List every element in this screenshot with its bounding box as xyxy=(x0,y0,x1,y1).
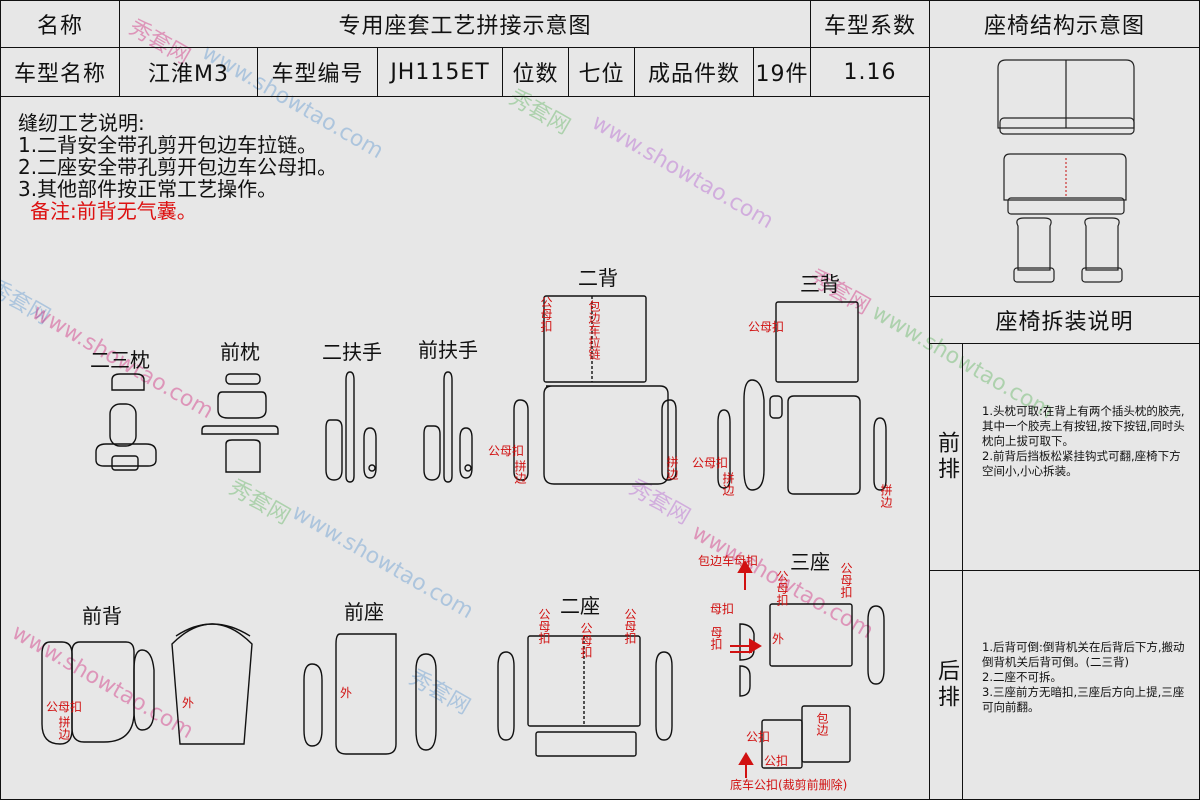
annot-gongkou: 公扣 xyxy=(746,730,771,744)
pattern-pieces xyxy=(41,295,887,778)
annot-bianche-mukou: 包边车母扣 xyxy=(698,554,759,568)
annot-gongmukou: 公母扣 xyxy=(579,622,593,658)
front-row-label-cell: 前排 xyxy=(929,343,963,571)
annot-outside: 外 xyxy=(772,632,785,646)
part-label-front-headrest: 前枕 xyxy=(220,340,260,364)
piece-2nd-armrest xyxy=(325,371,377,483)
annot-bingbian: 拼边 xyxy=(513,460,527,484)
piece-23-headrest xyxy=(95,373,157,471)
part-label-3rd-seat: 三座 xyxy=(790,550,830,574)
part-label-front-back: 前背 xyxy=(82,604,122,628)
structure-label: 座椅结构示意图 xyxy=(929,0,1200,48)
piece-front-headrest xyxy=(201,373,279,473)
piece-count-value: 19件 xyxy=(753,47,811,97)
annot-bingbian: 拼边 xyxy=(721,472,735,496)
part-label-front-seat: 前座 xyxy=(344,600,384,624)
annot-gongmukou: 公母扣 xyxy=(775,570,789,606)
part-label-23-headrest: 二三枕 xyxy=(90,348,150,372)
annot-bingbian: 拼边 xyxy=(665,456,679,480)
disassembly-title: 座椅拆装说明 xyxy=(929,296,1200,344)
piece-2nd-back xyxy=(513,295,677,485)
piece-2nd-seat xyxy=(497,635,673,757)
rear-row-instructions: 1.后背可倒:倒背机关在后背后下方,搬动倒背机关后背可倒。(二三背) 2.二座不… xyxy=(982,640,1185,714)
model-code-label: 车型编号 xyxy=(257,47,378,97)
part-label-2nd-back: 二背 xyxy=(578,266,618,290)
annot-bao: 包边 xyxy=(815,712,829,736)
piece-front-back xyxy=(41,623,253,745)
annot-gongmukou: 公母扣 xyxy=(488,444,525,458)
annot-gongmukou: 公母扣 xyxy=(537,608,551,644)
coef-label: 车型系数 xyxy=(810,0,930,48)
sewing-notes: 缝纫工艺说明: 1.二背安全带孔剪开包边车拉链。 2.二座安全带孔剪开包边车公母… xyxy=(18,112,337,222)
piece-front-armrest xyxy=(423,371,473,483)
rear-row-label: 后排 xyxy=(934,659,959,711)
piece-front-seat xyxy=(303,633,437,755)
annot-mukou: 母扣 xyxy=(710,602,735,616)
annot-gongmukou: 公母扣 xyxy=(46,700,83,714)
part-label-2nd-seat: 二座 xyxy=(560,594,600,618)
piece-3rd-back xyxy=(717,301,887,495)
annot-gongmukou: 公母扣 xyxy=(748,320,785,334)
notes-line: 3.其他部件按正常工艺操作。 xyxy=(18,177,278,201)
front-row-instructions: 1.头枕可取:在背上有两个插头枕的胶壳,其中一个胶壳上有按钮,按下按钮,同时头枕… xyxy=(982,404,1185,478)
part-label-3rd-back: 三背 xyxy=(800,272,840,296)
annot-outside: 外 xyxy=(340,686,353,700)
seat-count-value: 七位 xyxy=(568,47,635,97)
notes-line: 1.二背安全带孔剪开包边车拉链。 xyxy=(18,133,318,157)
annot-gongmukou: 公母扣 xyxy=(539,296,553,332)
annot-outside: 外 xyxy=(182,696,195,710)
notes-heading: 缝纫工艺说明: xyxy=(18,111,145,135)
annot-gongkou: 公扣 xyxy=(764,754,789,768)
part-label-2nd-armrest: 二扶手 xyxy=(322,340,382,364)
notes-remark: 备注:前背无气囊。 xyxy=(30,199,197,223)
front-row-label: 前排 xyxy=(934,431,959,483)
annotations: 公母扣 包边车拉链 公母扣 拼边 拼边 公母扣 公母扣 拼边 拼边 公母扣 拼边… xyxy=(46,296,893,792)
annot-bingbian: 拼边 xyxy=(879,484,893,508)
annot-zipper: 包边车拉链 xyxy=(587,300,601,360)
annot-gongmukou: 公母扣 xyxy=(692,456,729,470)
annot-gongmukou: 公母扣 xyxy=(839,562,853,598)
seat-structure-diagram xyxy=(997,59,1135,283)
annot-mukou: 母扣 xyxy=(709,626,723,650)
rear-row-label-cell: 后排 xyxy=(929,570,963,800)
annot-gongmukou: 公母扣 xyxy=(623,608,637,644)
part-label-front-armrest: 前扶手 xyxy=(418,338,478,362)
notes-line: 2.二座安全带孔剪开包边车公母扣。 xyxy=(18,155,338,179)
red-arrows xyxy=(730,560,762,778)
annot-bottom-gongkou: 底车公扣(裁剪前删除) xyxy=(730,778,848,792)
annot-bingbian: 拼边 xyxy=(57,716,71,740)
